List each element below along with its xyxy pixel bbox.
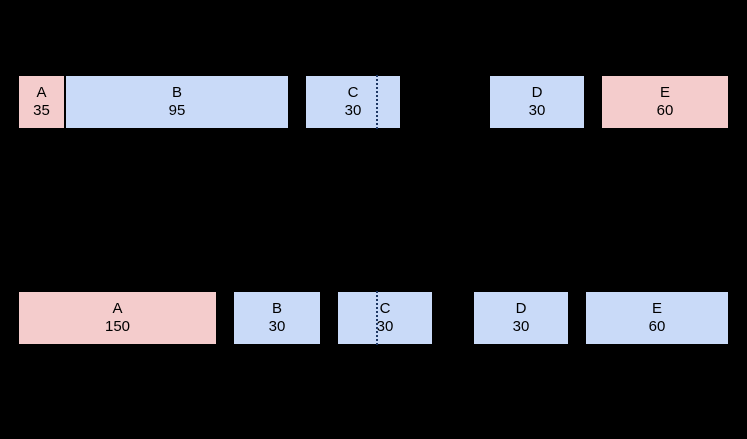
block-name: E [659,84,670,101]
block-value: 30 [268,318,286,335]
block-value: 150 [104,318,131,335]
top-c-dotted-marker [376,75,378,129]
block-value: 30 [528,102,546,119]
block-name: C [347,84,359,101]
top-block-b: B 95 [65,75,289,129]
bottom-block-a: A 150 [18,291,217,345]
bottom-block-c: C 30 [337,291,433,345]
block-value: 30 [512,318,530,335]
top-block-a: A 35 [18,75,65,129]
block-name: A [112,300,123,317]
block-name: C [379,300,391,317]
block-name: D [531,84,543,101]
block-name: A [36,84,47,101]
bottom-block-b: B 30 [233,291,321,345]
bottom-block-d: D 30 [473,291,569,345]
block-value: 30 [344,102,362,119]
block-value: 60 [648,318,666,335]
block-value: 35 [33,102,50,119]
top-block-c: C 30 [305,75,401,129]
block-value: 30 [376,318,394,335]
block-value: 60 [656,102,674,119]
bottom-c-dotted-marker [376,291,378,345]
block-name: E [651,300,662,317]
block-value: 95 [168,102,186,119]
top-block-d: D 30 [489,75,585,129]
bottom-row: A 150 B 30 C 30 D 30 E 60 [0,291,747,347]
bottom-block-e: E 60 [585,291,729,345]
top-row: A 35 B 95 C 30 D 30 E 60 [0,75,747,131]
top-block-e: E 60 [601,75,729,129]
block-name: D [515,300,527,317]
block-name: B [271,300,282,317]
block-name: B [171,84,182,101]
